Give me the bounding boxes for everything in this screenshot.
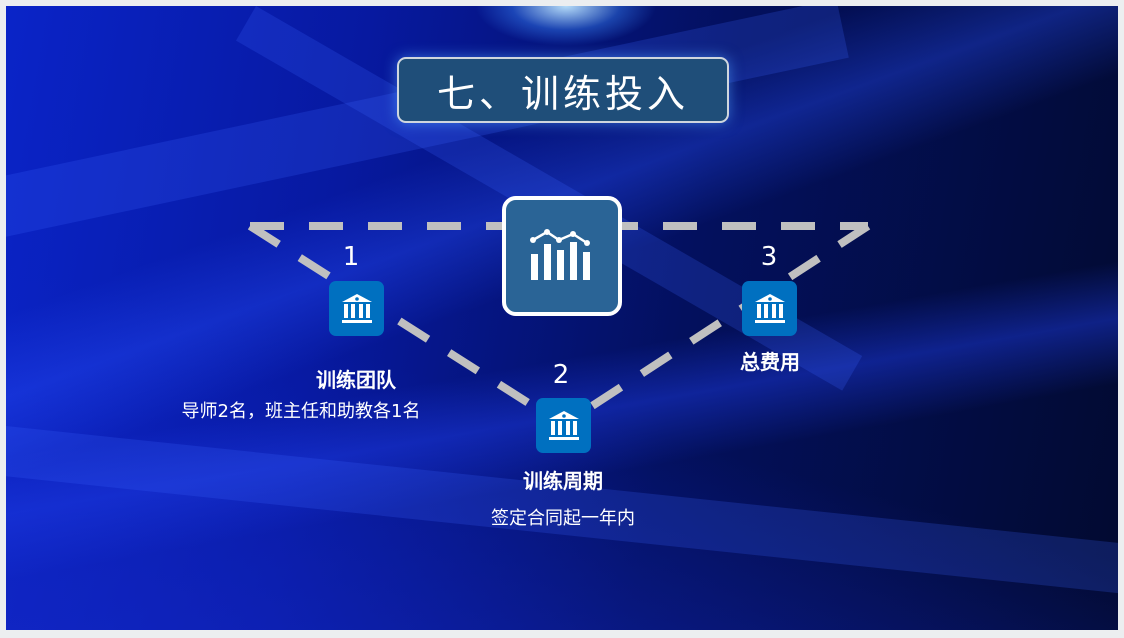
item-number: 2 — [552, 360, 570, 390]
item-title: 训练团队 — [316, 368, 396, 392]
item-description: 导师2名，班主任和助教各1名 — [181, 401, 421, 422]
dashed-line-right — [560, 222, 871, 429]
chart-icon — [530, 229, 590, 280]
item-description: 签定合同起一年内 — [491, 508, 635, 529]
slide: 七、训练投入 1 训练团队 导师2名，班主任和助教各1名 2 训练周期 签定合同… — [6, 6, 1118, 630]
chart-icon-box — [502, 196, 622, 316]
bank-icon-tile — [329, 281, 384, 336]
item-number: 1 — [342, 242, 360, 272]
slide-title: 七、训练投入 — [397, 57, 729, 123]
bank-icon — [754, 293, 785, 323]
triangle-dashed-lines — [247, 222, 871, 429]
bank-icon — [341, 293, 372, 323]
item-title: 训练周期 — [523, 469, 603, 493]
bank-icon — [548, 410, 579, 440]
dashed-line-left — [247, 222, 566, 429]
item-title: 总费用 — [740, 350, 800, 374]
bank-icon-tile — [742, 281, 797, 336]
bank-icon-tile — [536, 398, 591, 453]
item-number: 3 — [760, 242, 778, 272]
